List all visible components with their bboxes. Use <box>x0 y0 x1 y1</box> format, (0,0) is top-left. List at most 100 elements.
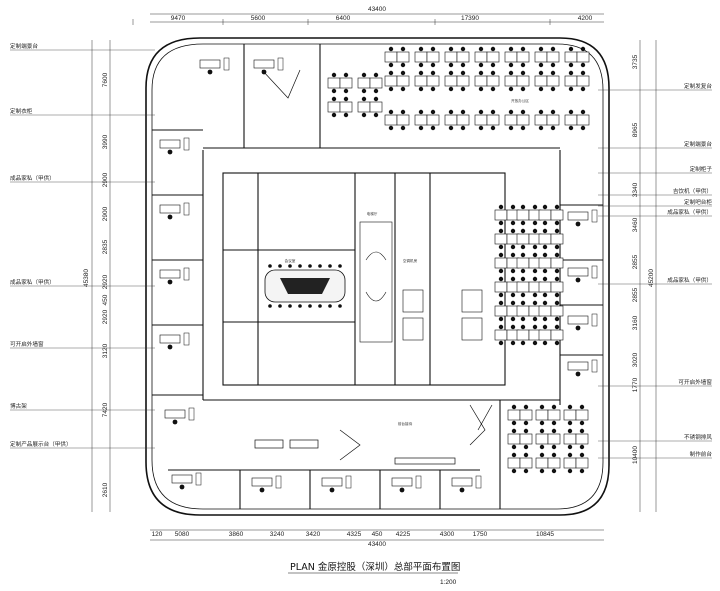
chair <box>567 428 573 434</box>
dim-right-segment: 3020 <box>632 352 639 367</box>
chair <box>567 452 573 458</box>
chair <box>542 300 548 306</box>
desk <box>396 75 410 87</box>
chair <box>523 428 529 434</box>
chair <box>550 46 556 52</box>
desk <box>444 114 458 126</box>
chair <box>448 86 454 92</box>
chair <box>567 444 573 450</box>
office-chair <box>575 371 581 377</box>
dim-left-segment: 2900 <box>102 206 109 221</box>
desk <box>538 305 552 317</box>
chair <box>478 70 484 76</box>
building-outline <box>145 37 610 516</box>
chair <box>520 340 526 346</box>
office-desk <box>567 361 589 371</box>
desk <box>550 329 564 341</box>
office-chair <box>329 487 335 493</box>
desk <box>516 329 530 341</box>
dim-left-segment: 3120 <box>102 343 109 358</box>
chair <box>361 72 367 78</box>
desk <box>414 114 428 126</box>
chair <box>460 109 466 115</box>
meeting-chair <box>268 264 272 268</box>
conference-room <box>264 269 346 303</box>
meeting-chair <box>278 264 282 268</box>
callout-notes-right: 定制发复台定制端景台定制柜子吉饮机（甲供）定制吧台柜成品家私（甲供）成品家私（甲… <box>598 82 712 459</box>
chair <box>430 86 436 92</box>
cabinet <box>223 57 230 71</box>
room-label: 前台接待 <box>398 421 413 426</box>
desk <box>546 51 560 63</box>
chair <box>538 70 544 76</box>
desk <box>396 51 410 63</box>
chair <box>510 316 516 322</box>
desk-cluster <box>384 46 410 68</box>
meeting-chair <box>328 264 332 268</box>
chair <box>331 112 337 118</box>
desk <box>538 233 552 245</box>
office-desk <box>391 477 413 487</box>
desk <box>546 75 560 87</box>
chair <box>418 46 424 52</box>
chair <box>532 220 538 226</box>
cabinet <box>591 359 598 373</box>
desk-cluster <box>563 452 589 474</box>
chair <box>539 404 545 410</box>
dim-right-segment: 10400 <box>632 446 639 464</box>
chair <box>523 420 529 426</box>
chair <box>490 46 496 52</box>
desk <box>444 51 458 63</box>
chair <box>539 444 545 450</box>
desk-cluster <box>563 428 589 450</box>
chair <box>430 109 436 115</box>
desk-cluster <box>327 72 353 94</box>
chair <box>460 46 466 52</box>
chair <box>579 420 585 426</box>
callout-note: 可开启外墙窗 <box>678 378 712 386</box>
chair <box>373 96 379 102</box>
desk <box>494 281 508 293</box>
chair <box>400 86 406 92</box>
desk <box>550 209 564 221</box>
meeting-chair <box>308 264 312 268</box>
chair <box>498 228 504 234</box>
elevator <box>402 289 424 313</box>
callout-note: 不锈钢排风 <box>684 433 712 441</box>
desk <box>550 233 564 245</box>
desk <box>384 75 398 87</box>
dim-bottom-segment: 3420 <box>306 531 321 538</box>
chair <box>448 125 454 131</box>
desk <box>516 75 530 87</box>
dim-right-segment: 3460 <box>632 217 639 232</box>
chair <box>568 62 574 68</box>
chair <box>510 204 516 210</box>
dimension-lines <box>91 13 657 541</box>
desk <box>494 257 508 269</box>
chair <box>532 244 538 250</box>
meeting-chair <box>278 304 282 308</box>
desk <box>534 51 548 63</box>
desk-cluster <box>384 109 410 131</box>
desk-cluster <box>538 204 564 226</box>
chair <box>498 220 504 226</box>
desk-cluster <box>516 252 542 274</box>
chair <box>580 109 586 115</box>
dim-top-segment: 9470 <box>171 15 186 22</box>
dim-right-segment: 2855 <box>632 254 639 269</box>
chair <box>430 125 436 131</box>
chair <box>331 72 337 78</box>
chair <box>498 252 504 258</box>
chair <box>579 428 585 434</box>
cabinet <box>591 265 598 279</box>
desk <box>538 257 552 269</box>
chair <box>542 292 548 298</box>
chair <box>523 468 529 474</box>
dim-bottom-segment: 120 <box>152 531 163 538</box>
chair <box>554 204 560 210</box>
chair <box>542 244 548 250</box>
office-chair <box>459 487 465 493</box>
callout-note: 定制发复台 <box>684 82 712 90</box>
chair <box>511 404 517 410</box>
